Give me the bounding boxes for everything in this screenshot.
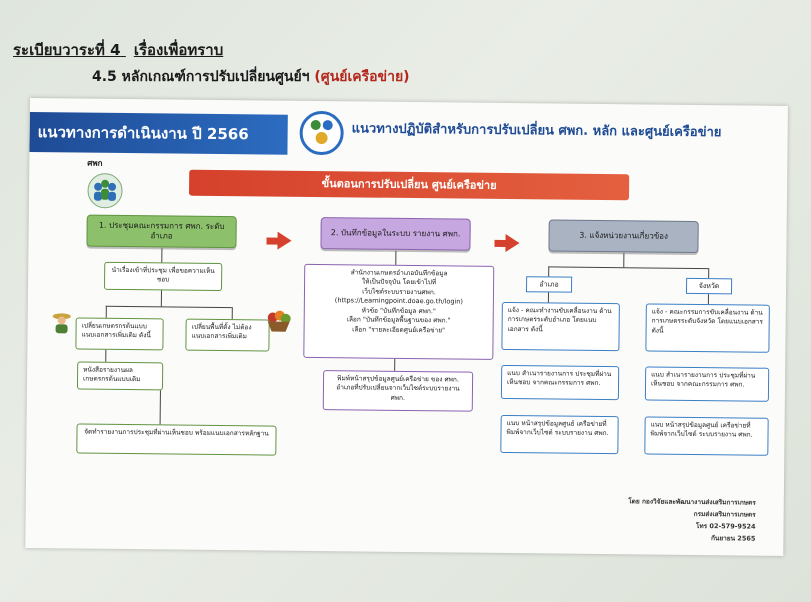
district-notify-box: แจ้ง - คณะทำงานขับเคลื่อนงาน ด้านการเกษต… bbox=[501, 301, 620, 352]
agenda-label: ระเบียบวาระที่ 4 bbox=[13, 41, 121, 59]
agenda-topic: เรื่องเพื่อทราบ bbox=[133, 41, 224, 59]
system-url: (https://Learningpoint.doae.go.th/login) bbox=[334, 296, 463, 306]
footer-credit: โดย กองวิจัยและพัฒนางานส่งเสริมการเกษตร bbox=[628, 497, 756, 507]
banner-left: แนวทางการดำเนินงาน ปี 2566 bbox=[29, 111, 288, 155]
print-summary-box: พิมพ์หน้าสรุปข้อมูลศูนย์เครือข่าย ของ ศพ… bbox=[322, 370, 474, 412]
doae-logo-icon bbox=[299, 110, 344, 156]
province-summary-box: แนบ หน้าสรุปข้อมูลศูนย์ เครือข่ายที่พิมพ… bbox=[644, 416, 769, 456]
agenda-heading: ระเบียบวาระที่ 4 เรื่องเพื่อทราบ bbox=[13, 38, 223, 62]
district-summary-box: แนบ หน้าสรุปข้อมูลศูนย์ เครือข่ายที่พิมพ… bbox=[500, 414, 619, 455]
meeting-report-box: จัดทำรายงานการประชุมที่ผ่านเห็นชอบ พร้อม… bbox=[76, 423, 277, 456]
province-tag: จังหวัด bbox=[685, 277, 733, 295]
step-2: 2. บันทึกข้อมูลในระบบ รายงาน ศพก. bbox=[320, 217, 471, 251]
projected-slide: แนวทางการดำเนินงาน ปี 2566 แนวทางปฏิบัติ… bbox=[25, 98, 788, 556]
steps-title: ขั้นตอนการปรับเปลี่ยน ศูนย์เครือข่าย bbox=[188, 169, 630, 201]
district-minutes-box: แนบ สำเนารายงานการ ประชุมที่ผ่านเห็นชอบ … bbox=[500, 364, 620, 401]
subheading-highlight: (ศูนย์เครือข่าย) bbox=[314, 69, 410, 85]
meeting-box: นำเรื่องเข้าที่ประชุม เพื่อขอความเห็นชอบ bbox=[103, 261, 223, 292]
district-tag: อำเภอ bbox=[525, 276, 573, 293]
produce-basket-icon bbox=[267, 310, 291, 332]
change-farmer-box: เปลี่ยนเกษตรกรต้นแบบ แนบเอกสารเพิ่มเติม … bbox=[75, 317, 164, 351]
banner-title: แนวทางปฏิบัติสำหรับการปรับเปลี่ยน ศพก. ห… bbox=[351, 121, 722, 141]
province-minutes-box: แนบ สำเนารายงานการ ประชุมที่ผ่านเห็นชอบ … bbox=[644, 366, 770, 402]
change-location-box: เปลี่ยนพื้นที่ตั้ง ไม่ต้องแนบเอกสารเพิ่ม… bbox=[185, 318, 270, 352]
subheading: 4.5 หลักเกณฑ์การปรับเปลี่ยนศูนย์ฯ (ศูนย์… bbox=[92, 66, 410, 88]
system-line: เลือก "รายละเอียดศูนย์เครือข่าย" bbox=[352, 324, 446, 334]
step-1: 1. ประชุมคณะกรรมการ ศพก. ระดับอำเภอ bbox=[86, 214, 237, 249]
system-entry-box: สำนักงานเกษตรอำเภอบันทึกข้อมูล ให้เป็นปั… bbox=[303, 263, 495, 360]
footer-department: กรมส่งเสริมการเกษตร bbox=[693, 509, 756, 519]
report-letter-box: หนังสือรายงานผล เกษตรกรต้นแบบเดิม bbox=[76, 361, 164, 391]
arrow-head-icon bbox=[277, 231, 292, 250]
step-3: 3. แจ้งหน่วยงานเกี่ยวข้อง bbox=[548, 219, 699, 254]
footer-date: กันยายน 2565 bbox=[710, 534, 756, 543]
province-notify-box: แจ้ง - คณะกรรมการขับเคลื่อนงาน ด้านการเก… bbox=[645, 303, 770, 353]
farmer-icon bbox=[52, 313, 71, 334]
subheading-prefix: 4.5 หลักเกณฑ์การปรับเปลี่ยนศูนย์ฯ bbox=[92, 69, 310, 85]
footer-phone: โทร 02-579-9524 bbox=[695, 521, 756, 531]
community-logo-icon bbox=[87, 173, 123, 209]
arrow-head-icon bbox=[505, 233, 520, 253]
